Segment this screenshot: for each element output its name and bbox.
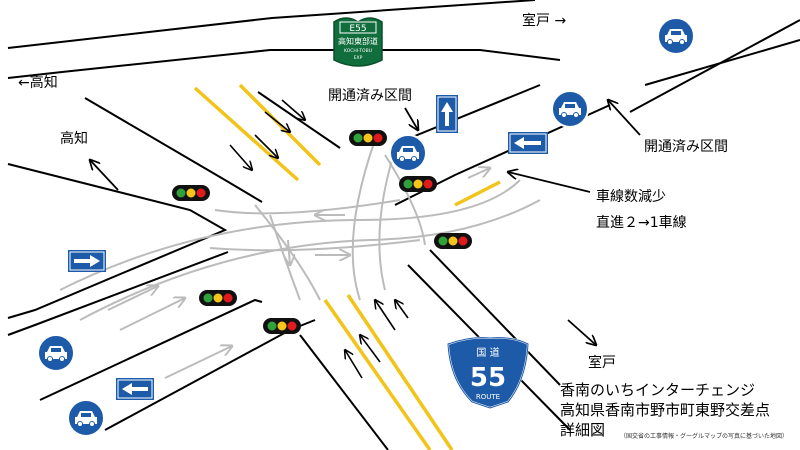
car-only-sign-icon	[551, 90, 589, 128]
label-lane-reduction-2: 直進２→1車線	[596, 215, 687, 231]
annotation-arrows	[90, 100, 641, 345]
traffic-light-6	[263, 318, 301, 334]
lane-arrows	[229, 99, 409, 379]
traffic-light-5	[199, 290, 237, 306]
expressway-name: 高知東部道	[338, 36, 378, 46]
traffic-light-4	[434, 233, 472, 249]
label-kochi-arrow: ←高知	[18, 75, 58, 91]
expressway-romaji: KOCHI-TOBU	[344, 48, 372, 54]
label-open-section-center: 開通済み区間	[328, 88, 412, 104]
car-only-sign-icon	[389, 134, 427, 172]
route-shield-top: 国 道	[476, 346, 499, 359]
label-muroto-top: 室戸 →	[522, 13, 567, 29]
title-line1: 香南のいちインターチェンジ	[560, 381, 756, 399]
title-line3: 詳細図	[560, 421, 606, 439]
one-way-up-sign-icon	[436, 95, 458, 133]
center-lines	[193, 83, 501, 450]
route-shield-number: 55	[470, 363, 506, 393]
title-line2: 高知県香南市野市町東野交差点	[560, 401, 771, 419]
traffic-light-3	[399, 176, 437, 192]
expressway-suffix: EXP	[354, 55, 363, 61]
car-only-sign-icon	[67, 399, 105, 437]
route-55-shield: 国 道 55 ROUTE	[446, 336, 530, 410]
label-kochi-left: 高知	[60, 131, 88, 147]
gray-arrows	[107, 168, 490, 379]
source-note: （国交省の工事情報・グーグルマップの写真に基づいた地図）	[620, 433, 789, 440]
label-lane-reduction-1: 車線数減少	[596, 189, 666, 205]
traffic-light-1	[349, 130, 387, 146]
label-open-section-right: 開通済み区間	[644, 139, 728, 155]
traffic-light-2	[172, 185, 210, 201]
one-way-left-sign-icon	[508, 132, 548, 154]
car-only-sign-icon	[37, 334, 75, 372]
one-way-left-sign-icon	[116, 378, 154, 400]
expressway-route: E55	[349, 24, 366, 34]
expressway-sign: E55 高知東部道 KOCHI-TOBU EXP	[333, 17, 383, 67]
traffic-paths	[59, 139, 541, 321]
label-muroto-bottom: 室戸	[588, 355, 616, 371]
route-shield-bottom: ROUTE	[476, 393, 500, 401]
one-way-right-sign-icon	[68, 250, 106, 272]
car-only-sign-icon	[657, 17, 695, 55]
